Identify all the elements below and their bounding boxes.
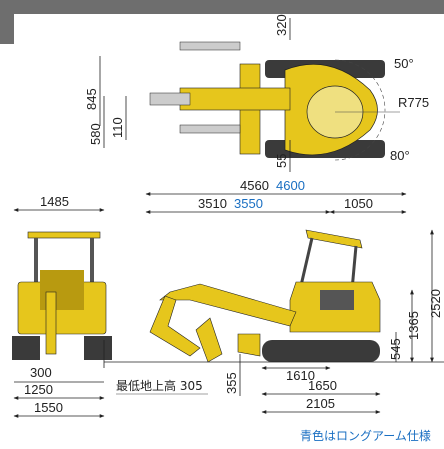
front-canopy-post-left [34, 238, 38, 288]
dim-320: 320 [274, 14, 289, 36]
front-track-left [12, 336, 40, 360]
swing-arc-upper [334, 59, 386, 111]
side-bucket-link [195, 317, 223, 363]
dim-4600-long: 4600 [276, 178, 305, 193]
side-arm [149, 295, 201, 357]
dim-3550-long: 3550 [234, 196, 263, 211]
front-view: 1485 300 1250 1550 [12, 194, 112, 418]
swing-arc-lower [334, 109, 386, 161]
dim-355: 355 [224, 372, 239, 394]
angle-80: 80° [390, 148, 410, 163]
dim-110: 110 [110, 117, 125, 138]
side-blade [237, 333, 261, 357]
dim-1650: 1650 [308, 378, 337, 393]
header-band [0, 0, 444, 14]
dim-580: 580 [88, 123, 103, 145]
dim-1250: 1250 [24, 382, 53, 397]
dim-2520: 2520 [428, 289, 443, 318]
dim-1485: 1485 [40, 194, 69, 209]
front-boom [45, 291, 57, 355]
dim-1550: 1550 [34, 400, 63, 415]
top-cyl-upper [179, 41, 241, 51]
angle-50: 50° [394, 56, 414, 71]
top-arm [149, 92, 191, 106]
front-canopy-roof [27, 231, 101, 239]
dim-1050: 1050 [344, 196, 373, 211]
side-view: 4560 4600 3510 3550 1050 2520 1365 545 最… [103, 178, 444, 414]
side-boom [159, 283, 297, 327]
ground-clearance-label: 最低地上高 305 [116, 378, 203, 393]
side-canopy-roof [305, 229, 363, 249]
dim-3510: 3510 [198, 196, 227, 211]
front-canopy-post-right [90, 238, 94, 288]
radius-r775: R775 [398, 95, 429, 110]
dim-845: 845 [84, 88, 99, 110]
dim-2105: 2105 [306, 396, 335, 411]
side-track [262, 340, 380, 362]
dim-545: 545 [388, 338, 403, 360]
front-track-right [84, 336, 112, 360]
header-tab [0, 14, 14, 44]
long-arm-footnote: 青色はロングアーム仕様 [300, 429, 431, 443]
dim-1365: 1365 [406, 311, 421, 340]
top-cyl-lower [179, 124, 241, 134]
side-canopy-post-front [298, 237, 314, 291]
dim-300: 300 [30, 365, 52, 380]
side-engine-grille [320, 290, 354, 310]
top-view: 320 845 580 110 55 50° R775 80° [84, 14, 429, 172]
dim-55: 55 [274, 154, 289, 168]
dim-1610: 1610 [286, 368, 315, 383]
dim-4560: 4560 [240, 178, 269, 193]
top-boom [179, 87, 291, 111]
